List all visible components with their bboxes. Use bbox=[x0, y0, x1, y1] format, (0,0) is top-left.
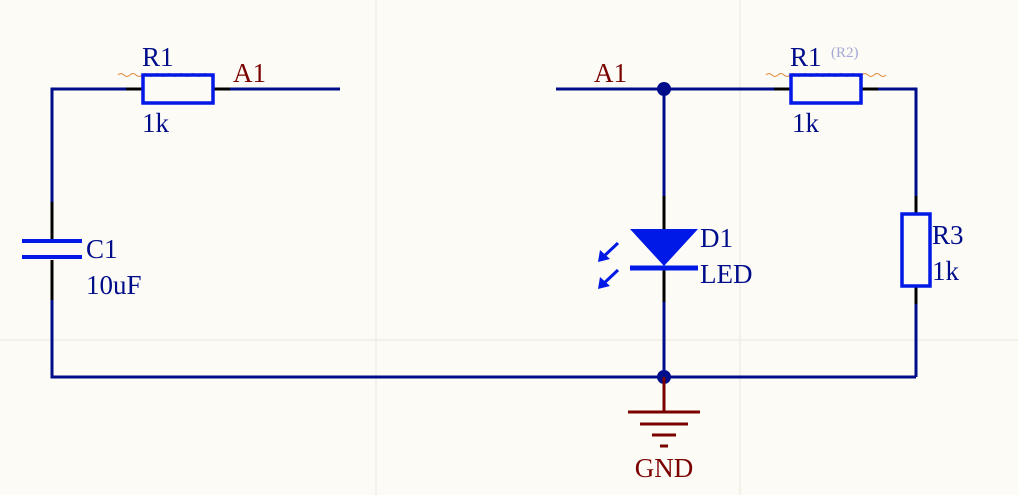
designator-r1-right[interactable]: R1 bbox=[790, 42, 822, 72]
power-port-gnd[interactable]: GND bbox=[628, 377, 700, 483]
gnd-label[interactable]: GND bbox=[635, 453, 694, 483]
resistor-r1-right[interactable]: R1 (R2) 1k bbox=[765, 42, 887, 138]
net-label-a1-left[interactable]: A1 bbox=[233, 58, 266, 88]
junction-top[interactable] bbox=[657, 82, 671, 96]
designator-r1-left[interactable]: R1 bbox=[142, 42, 174, 72]
light-emission-arrows-icon bbox=[598, 241, 620, 289]
capacitor-c1[interactable]: C1 10uF bbox=[22, 202, 142, 300]
left-circuit bbox=[50, 87, 916, 379]
wires-left[interactable] bbox=[50, 87, 916, 379]
value-r1-left[interactable]: 1k bbox=[142, 108, 170, 138]
resistor-body[interactable] bbox=[900, 212, 932, 288]
value-r3[interactable]: 1k bbox=[932, 256, 960, 286]
diode-triangle bbox=[630, 229, 698, 266]
wires-right[interactable] bbox=[556, 87, 918, 377]
value-d1[interactable]: LED bbox=[700, 259, 752, 289]
designator-d1[interactable]: D1 bbox=[700, 223, 733, 253]
resistor-r1-left[interactable]: R1 1k bbox=[117, 42, 230, 138]
net-label-a1-right[interactable]: A1 bbox=[594, 58, 627, 88]
wire-r1-right-to-r3 bbox=[876, 87, 918, 212]
resistor-body[interactable] bbox=[141, 73, 215, 105]
wire-c1-top-to-r1 bbox=[50, 87, 130, 237]
resistor-body[interactable] bbox=[789, 73, 863, 105]
right-circuit bbox=[556, 87, 918, 377]
alt-designator-r2: (R2) bbox=[831, 45, 859, 61]
value-r1-right[interactable]: 1k bbox=[792, 108, 820, 138]
led-d1[interactable]: D1 LED bbox=[598, 196, 752, 302]
ground-symbol-icon bbox=[628, 410, 700, 448]
value-c1[interactable]: 10uF bbox=[86, 270, 142, 300]
designator-c1[interactable]: C1 bbox=[86, 234, 118, 264]
resistor-r3[interactable]: R3 1k bbox=[900, 196, 964, 304]
designator-r3[interactable]: R3 bbox=[932, 220, 964, 250]
wire-ground-bus bbox=[50, 260, 916, 379]
